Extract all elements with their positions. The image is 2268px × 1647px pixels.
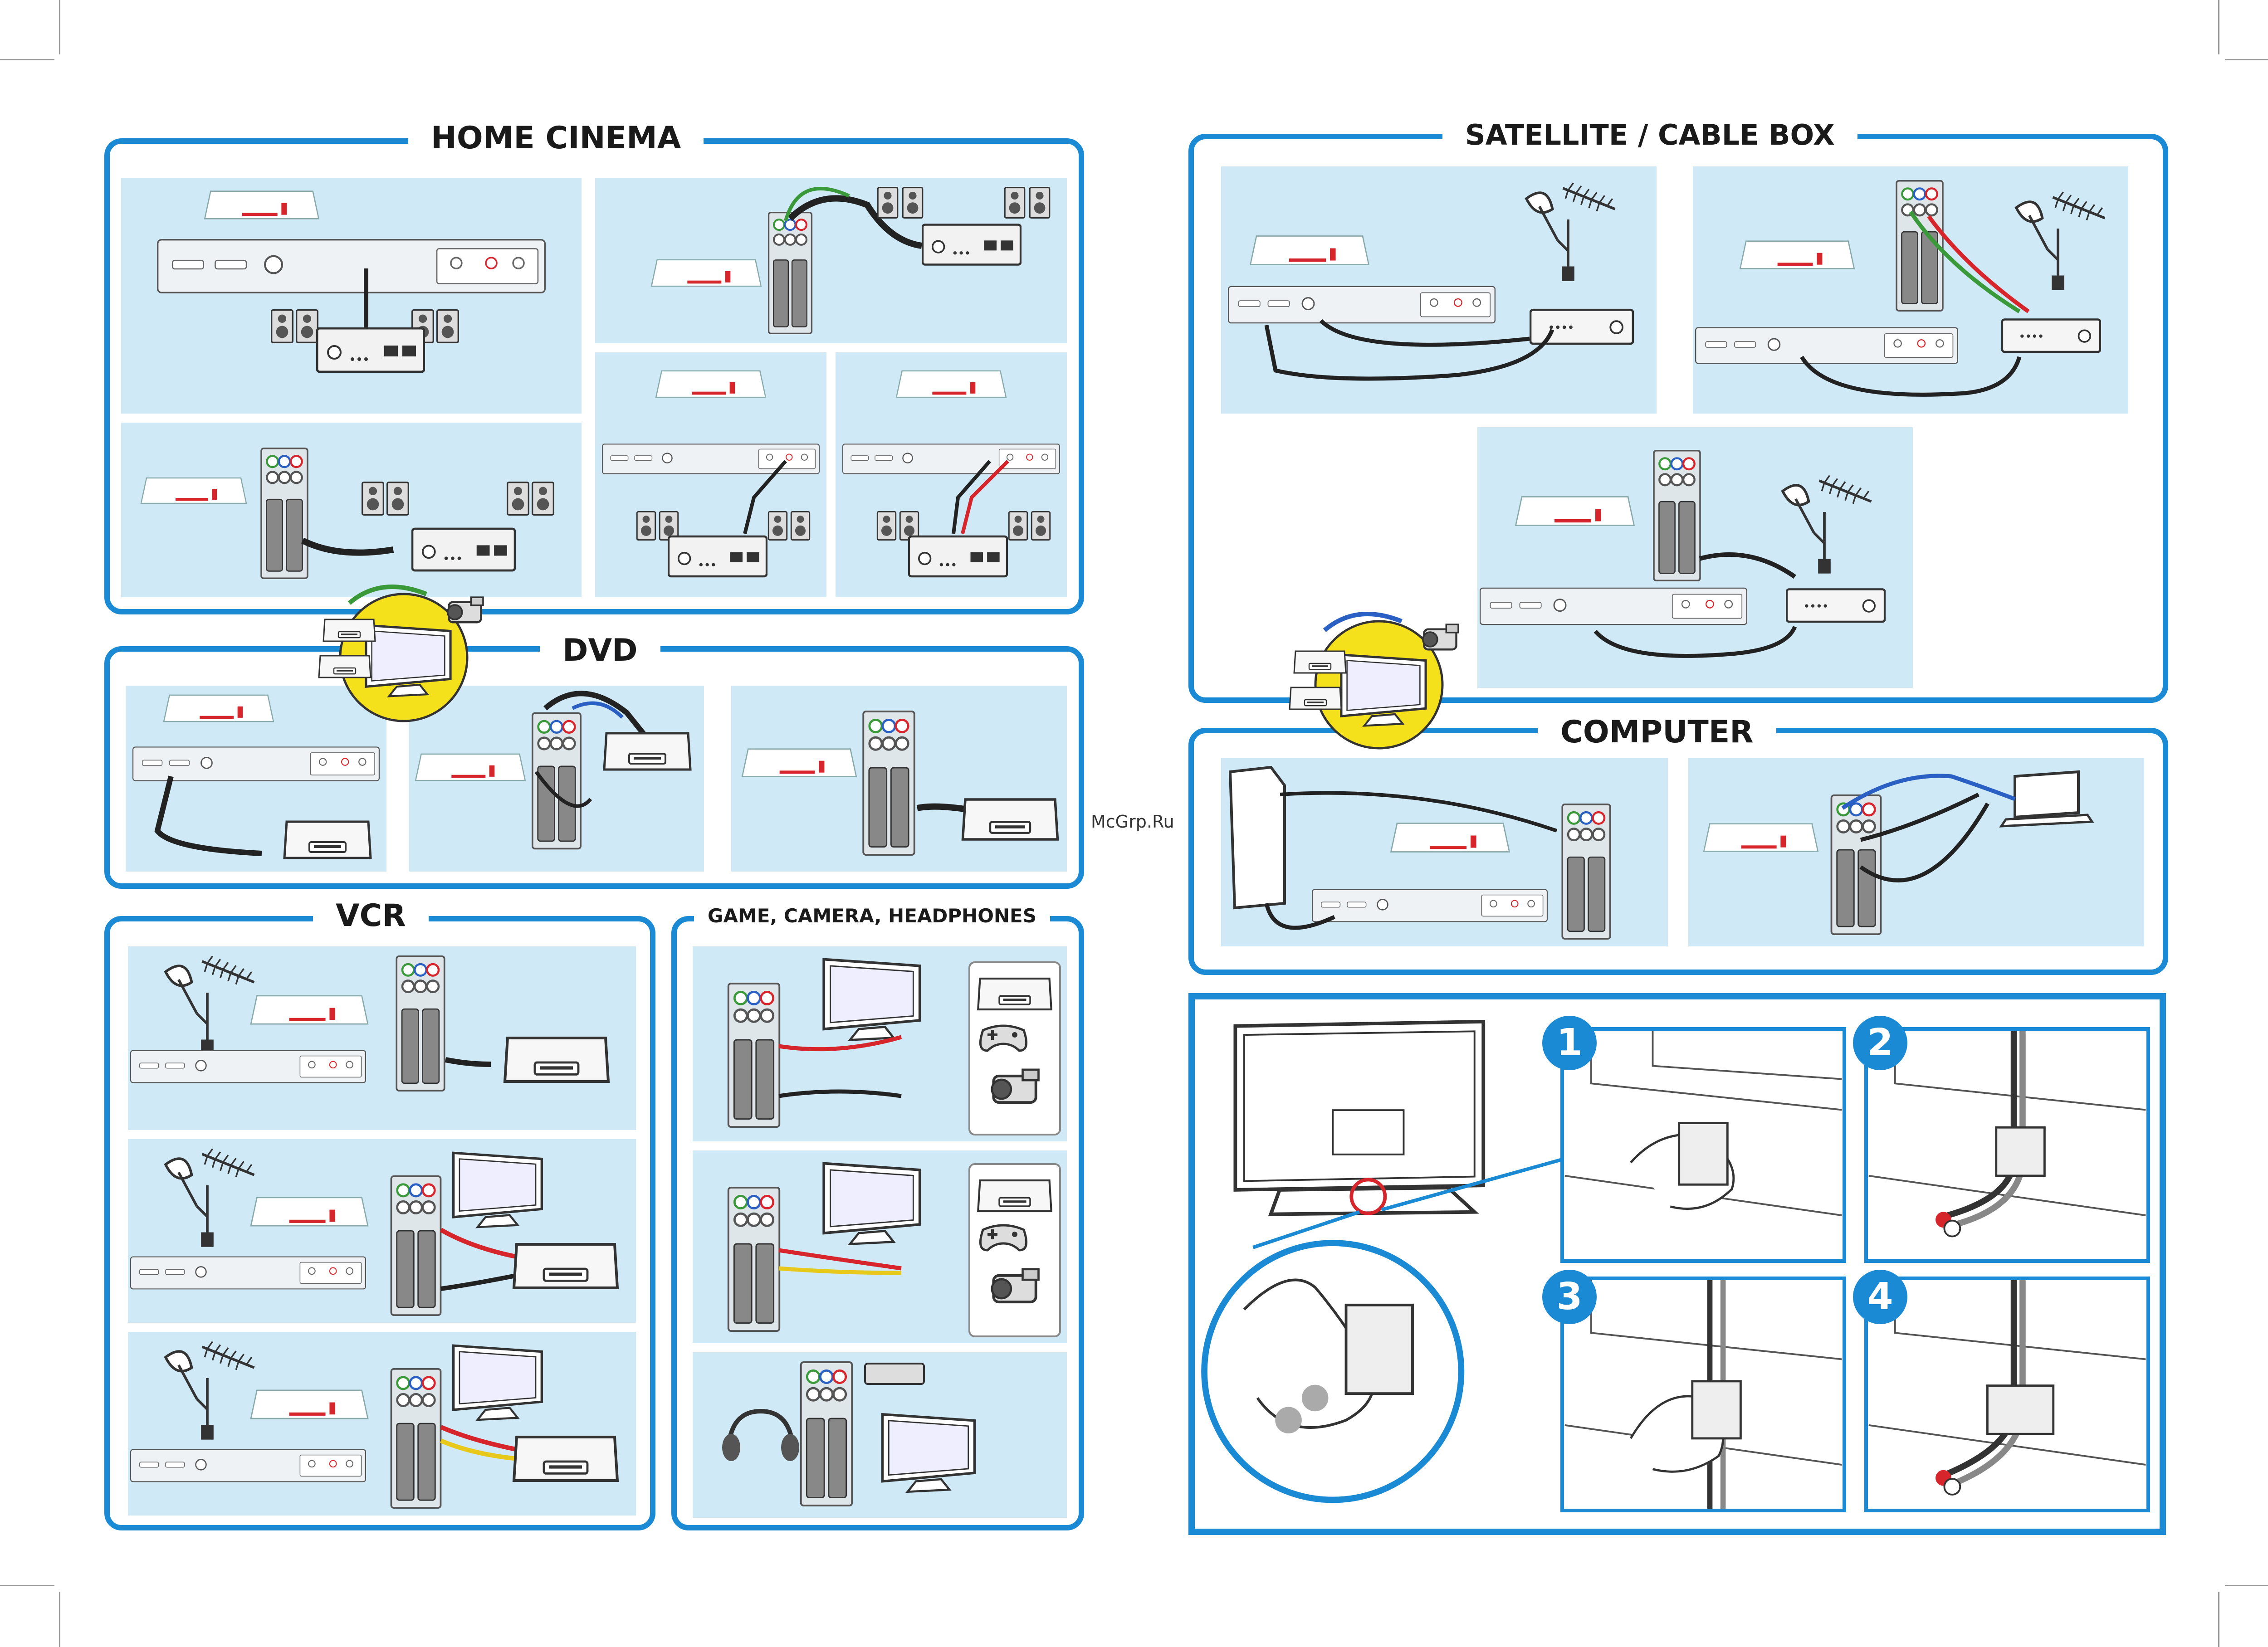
home-cinema-title: HOME CINEMA	[408, 116, 704, 161]
game-camera-svideo-diagram	[693, 946, 1067, 1141]
satellite-scart-diagram	[1477, 427, 1913, 688]
computer-hdmi-diagram	[1221, 758, 1668, 946]
computer-hdmi-panel	[1221, 758, 1668, 946]
step-2-badge: 2	[1853, 1016, 1907, 1070]
step-3-badge: 3	[1542, 1270, 1597, 1324]
step-1-badge: 1	[1542, 1016, 1597, 1070]
tv-back-icon	[1235, 1022, 1483, 1190]
satellite-scart-panel	[1477, 427, 1913, 688]
computer-vga-panel	[1688, 758, 2144, 946]
satellite-cable-box-title: SATELLITE / CABLE BOX	[1442, 113, 1857, 156]
computer-vga-diagram	[1688, 758, 2144, 946]
vcr-section	[104, 916, 655, 1530]
home-cinema-analog-audio-diagram	[836, 352, 1067, 597]
vcr-scart-panel	[128, 946, 636, 1130]
dvd-title: DVD	[540, 630, 660, 671]
home-cinema-hdmi-panel	[121, 178, 582, 414]
step-4-badge: 4	[1853, 1270, 1907, 1324]
home-cinema-scart-diagram	[121, 423, 582, 597]
vcr-scart-diagram	[128, 946, 636, 1130]
vcr-svideo-diagram	[128, 1139, 636, 1323]
home-cinema-digital-audio-panel	[595, 352, 826, 597]
watermark: McGrp.Ru	[1091, 812, 1174, 832]
headphones-usb-diagram	[693, 1352, 1067, 1518]
computer-title: COMPUTER	[1538, 712, 1776, 753]
game-camera-composite-panel	[693, 1150, 1067, 1343]
game-camera-svideo-panel	[693, 946, 1067, 1141]
step-3-diagram	[1564, 1280, 1843, 1509]
home-cinema-component-diagram	[595, 178, 1067, 343]
vcr-composite-panel	[128, 1139, 636, 1323]
satellite-hdmi-diagram	[1221, 166, 1657, 414]
game-camera-headphones-title: GAME, CAMERA, HEADPHONES	[694, 902, 1050, 930]
step-2-panel	[1864, 1027, 2150, 1263]
headphones-usb-panel	[693, 1352, 1067, 1518]
laptop-icon	[2015, 772, 2078, 817]
headphones-icon	[729, 1411, 792, 1443]
step-1-panel	[1560, 1027, 1846, 1263]
vcr-title: VCR	[313, 896, 429, 936]
game-camera-headphones-section	[671, 916, 1084, 1530]
home-cinema-hdmi-diagram	[121, 178, 582, 414]
vcr-composite-av-diagram	[128, 1332, 636, 1515]
vcr-composite-av-panel	[128, 1332, 636, 1515]
home-cinema-analog-audio-panel	[836, 352, 1067, 597]
home-cinema-component-panel	[595, 178, 1067, 343]
game-camera-composite-diagram	[693, 1150, 1067, 1343]
step-2-diagram	[1868, 1031, 2146, 1259]
home-cinema-scart-panel	[121, 423, 582, 597]
step-4-panel	[1864, 1277, 2150, 1512]
satellite-hdmi-panel	[1221, 166, 1657, 414]
step-1-diagram	[1564, 1031, 1843, 1259]
computer-section	[1188, 728, 2168, 975]
connections-emblem-right	[1284, 603, 1479, 757]
satellite-component-panel	[1693, 166, 2128, 414]
dvd-scart-panel	[731, 686, 1067, 872]
connections-emblem-left	[313, 576, 508, 726]
home-cinema-section	[104, 138, 1084, 614]
pc-tower-icon	[1230, 767, 1285, 908]
satellite-component-diagram	[1693, 166, 2128, 414]
step-3-panel	[1560, 1277, 1846, 1512]
dvd-scart-diagram	[731, 686, 1067, 872]
dvd-section	[104, 646, 1084, 889]
step-4-diagram	[1868, 1280, 2146, 1509]
usb-stick-icon	[865, 1364, 924, 1384]
home-cinema-digital-audio-diagram	[595, 352, 826, 597]
